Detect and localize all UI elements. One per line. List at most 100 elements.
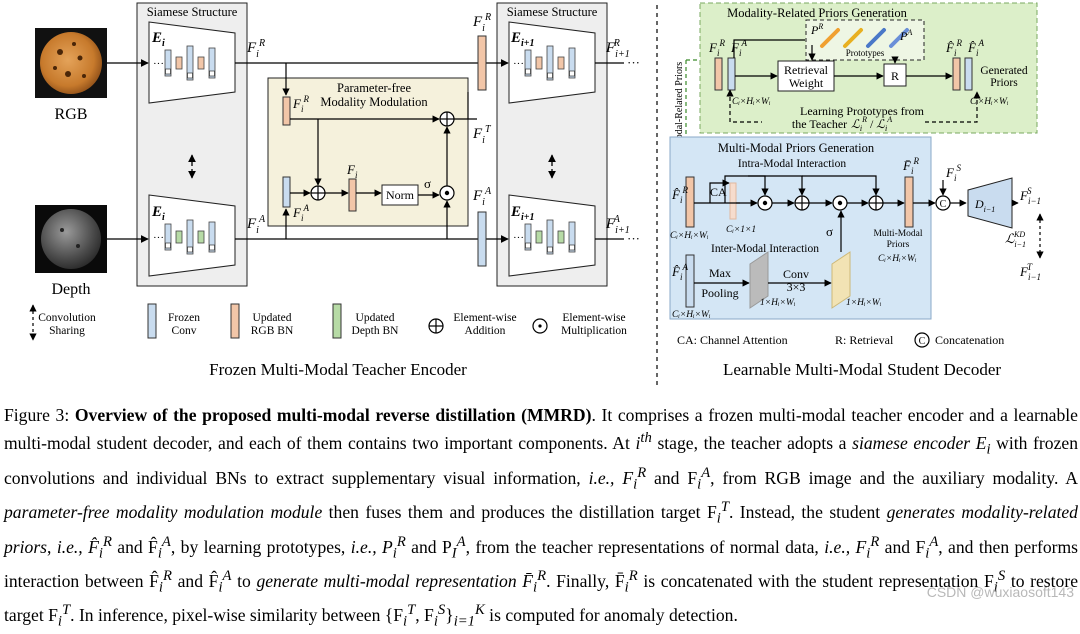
lock-icon [547, 246, 553, 253]
svg-text:C: C [919, 336, 926, 347]
mmpg-dim-fR: Cᵢ×Hᵢ×Wᵢ [670, 231, 709, 241]
legend-concat-icon [914, 332, 930, 348]
conv-label-2: 3×3 [787, 280, 806, 294]
prototype-bars [820, 28, 909, 48]
retrieval-r-box [883, 63, 907, 87]
generated-priors-2: Priors [990, 77, 1018, 89]
encoder-label-bottom-i: Ei [151, 204, 165, 223]
prototypes-label: Prototypes [846, 48, 885, 58]
legend-r: R: Retrieval [835, 333, 894, 347]
encoder-layer-bar [186, 219, 194, 255]
depth-label: Depth [51, 281, 90, 298]
label-fiA-right: FiA [472, 186, 492, 208]
svg-text:Addition: Addition [465, 325, 506, 337]
conv-label-1: Conv [783, 267, 809, 281]
dots-right-bottom: ··· [627, 231, 640, 246]
label-fi1A: Fi+1A [605, 214, 630, 236]
lock-icon [569, 70, 575, 77]
ellipsis-icon: ··· [153, 232, 164, 244]
ellipsis-icon: ··· [513, 58, 524, 70]
concat-op-label: C [940, 199, 947, 210]
siamese-title-i1: Siamese Structure [507, 5, 598, 19]
pooled-dim: 1×Hᵢ×Wᵢ [760, 298, 796, 308]
inter-modal-label: Inter-Modal Interaction [711, 243, 819, 255]
encoder-layer-bar [557, 230, 565, 244]
conv-dim: 1×Hᵢ×Wᵢ [846, 298, 882, 308]
mmpg-arrows [694, 175, 905, 287]
retrieval-weight-box [777, 60, 835, 92]
mmpg-bar-fA [685, 254, 695, 308]
encoder-layer-bar [557, 56, 565, 70]
depth-image [35, 205, 107, 273]
mrpg-dim-left: Cᵢ×Hᵢ×Wᵢ [732, 97, 771, 107]
norm-label: Norm [386, 188, 415, 202]
mmpg-title: Multi-Modal Priors Generation [718, 141, 875, 155]
ca-label: CA [710, 185, 727, 199]
student-decoder [967, 177, 1013, 229]
conv-map [831, 251, 851, 309]
pooled-map [749, 251, 769, 309]
lock-icon [547, 72, 553, 79]
encoder-label-top-i1: Ei+1 [510, 30, 535, 49]
legend-ca: CA: Channel Attention [677, 333, 788, 347]
lock-icon [569, 244, 575, 251]
multi-modal-priors-2: Priors [887, 240, 910, 250]
mrpg-bar-fR [714, 57, 723, 91]
teacher-label-fTi-1: Fi−1T [1019, 262, 1041, 282]
svg-text:RGB BN: RGB BN [251, 325, 294, 337]
retrieval-weight-2: Weight [789, 76, 824, 90]
max-pooling-1: Max [709, 266, 731, 280]
pfmm-title-2: Modality Modulation [320, 95, 428, 109]
pfmm-label-fi: Fi [346, 162, 358, 180]
caption-fig-label: Figure 3: [4, 405, 70, 425]
encoder-layer-bar [197, 56, 205, 70]
ellipsis-icon: ··· [153, 58, 164, 70]
encoder-layer-bar [164, 49, 172, 77]
pfmm-bar-fi [348, 178, 357, 212]
encoder-layer-bar [164, 223, 172, 251]
lock-icon [187, 246, 193, 253]
svg-text:Multiplication: Multiplication [561, 325, 627, 337]
encoder-layer-bar [208, 47, 216, 79]
svg-text:Updated: Updated [253, 312, 292, 324]
encoder-layer-bar [524, 49, 532, 77]
sigma-teacher: σ [424, 176, 431, 191]
lock-icon [525, 242, 531, 249]
encoder-layer-bar [208, 221, 216, 253]
modal-related-priors-label: Modal-Related Priors [674, 62, 685, 148]
svg-text:Updated: Updated [356, 312, 395, 324]
encoder-layer-bar [568, 221, 576, 253]
lock-icon [187, 72, 193, 79]
teacher-title: Frozen Multi-Modal Teacher Encoder [209, 360, 467, 379]
pfmm-bar-fiR [282, 96, 291, 126]
feature-bar-fiR [477, 35, 487, 91]
lock-icon [209, 244, 215, 251]
multi-modal-priors-1: Multi-Modal [873, 229, 922, 239]
encoder-layer-bar [197, 230, 205, 244]
mrpg-dim-right: Cᵢ×Hᵢ×Wᵢ [970, 97, 1009, 107]
pfmm-ops [310, 111, 455, 201]
mmrd-architecture-figure: RGB Depth Siamese Structure Ei Ei Siames… [29, 2, 1044, 385]
lock-icon [165, 68, 171, 75]
ellipsis-icon: ··· [513, 232, 524, 244]
learning-prototypes-1: Learning Prototypes from [800, 104, 925, 118]
mmpg-dim-out: Cᵢ×Hᵢ×Wᵢ [878, 254, 917, 264]
pfmm-title-1: Parameter-free [337, 81, 411, 95]
encoder-layer-bar [175, 56, 183, 70]
max-pooling-2: Pooling [701, 286, 738, 300]
encoder-layer-bar [535, 56, 543, 70]
mmpg-ops [757, 195, 884, 211]
caption-title: Overview of the proposed multi-modal rev… [74, 405, 592, 425]
svg-text:Depth BN: Depth BN [352, 325, 400, 337]
encoder-label-bottom-i1: Ei+1 [510, 204, 535, 223]
ca-bar [729, 182, 737, 220]
rgb-image [35, 28, 107, 98]
rgb-label: RGB [55, 106, 88, 123]
watermark: CSDN @wuxiaosoft143 [926, 584, 1074, 600]
mrpg-bar-gR [952, 57, 961, 91]
encoder-layer-bar [535, 230, 543, 244]
student-title: Learnable Multi-Modal Student Decoder [723, 360, 1001, 379]
encoder-label-top-i: Ei [151, 30, 165, 49]
encoder-layer-bar [186, 45, 194, 81]
svg-text:Frozen: Frozen [168, 312, 200, 324]
